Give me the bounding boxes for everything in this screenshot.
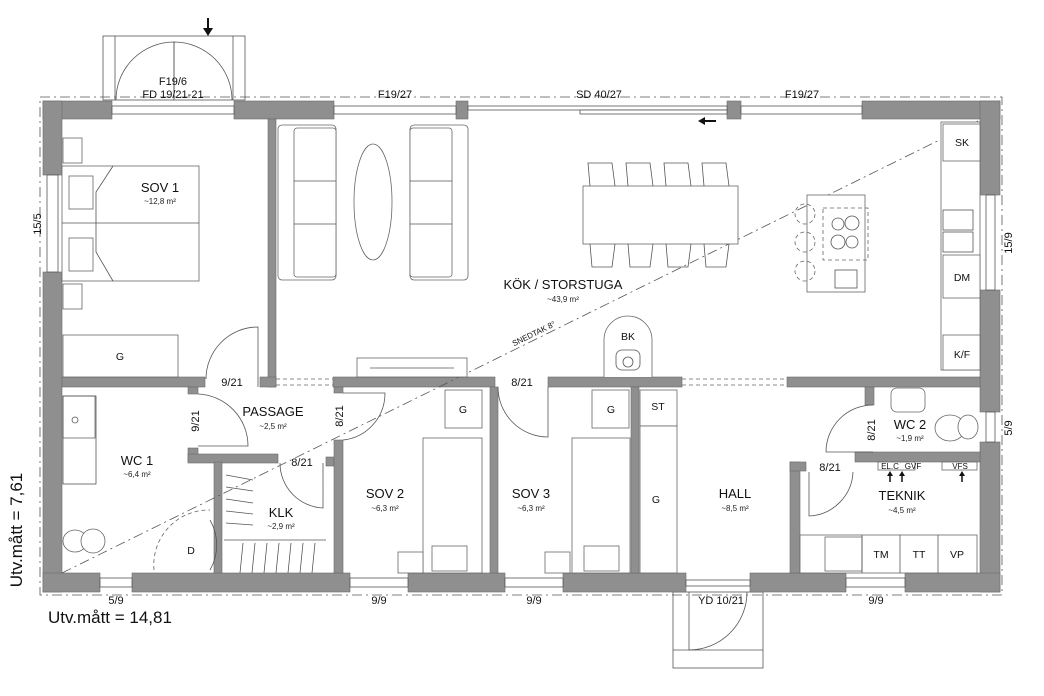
tv-bench <box>356 357 468 378</box>
label-g-sov1: G <box>116 351 124 363</box>
sliding-arrow-icon <box>698 117 716 125</box>
closet-rails <box>224 474 326 574</box>
nightstand <box>397 551 424 574</box>
wc2-toilet <box>934 414 979 442</box>
kitchen-island <box>794 194 869 293</box>
label-door-sov2: 8/21 <box>334 405 346 426</box>
label-vfs: VFS <box>952 462 968 471</box>
room-name-wc2: WC 2 <box>894 417 927 432</box>
label-tt: TT <box>913 549 926 561</box>
label-vp: VP <box>950 549 964 561</box>
label-gvf: GVF <box>905 462 922 471</box>
label-sk: SK <box>955 137 969 149</box>
label-st: ST <box>651 401 665 413</box>
room-name-passage: PASSAGE <box>242 404 304 419</box>
label-f19-27-b: F19/27 <box>785 89 819 101</box>
label-9-9-a: 9/9 <box>371 595 386 607</box>
label-5-9-right: 5/9 <box>1003 420 1015 435</box>
sofa-left <box>277 124 337 281</box>
label-f19-6: F19/6 <box>159 76 187 88</box>
room-area-hall: ~8,5 m² <box>721 504 749 513</box>
label-door-sov1: 9/21 <box>221 377 242 389</box>
wardrobe-sov3 <box>591 389 630 429</box>
label-elc: EL.C <box>881 462 899 471</box>
room-area-wc2: ~1,9 m² <box>896 434 924 443</box>
nightstand <box>62 137 83 164</box>
label-d: D <box>187 545 195 557</box>
label-door-sov3: 8/21 <box>511 377 532 389</box>
room-area-passage: ~2,5 m² <box>259 422 287 431</box>
label-5-9-bottom: 5/9 <box>108 595 123 607</box>
room-name-teknik: TEKNIK <box>879 488 926 503</box>
room-area-sov1: ~12,8 m² <box>144 197 176 206</box>
sofa-right <box>409 124 469 281</box>
room-name-hall: HALL <box>719 486 752 501</box>
wardrobe-hall <box>639 425 678 574</box>
coffee-table <box>353 143 393 261</box>
nightstand <box>544 551 571 574</box>
room-area-sov2: ~6,3 m² <box>371 504 399 513</box>
room-name-sov2: SOV 2 <box>366 486 404 501</box>
label-fd: FD 19/21-21 <box>142 89 203 101</box>
room-name-klk: KLK <box>269 505 294 520</box>
cabinet-st <box>639 389 678 427</box>
label-snedtak: SNEDTAK 8° <box>511 319 557 348</box>
label-door-teknik: 8/21 <box>819 462 840 474</box>
label-door-wc1: 9/21 <box>190 410 202 431</box>
wc1-sink <box>62 395 96 439</box>
label-door-wc2: 8/21 <box>866 419 878 440</box>
dimension-height: Utv.mått = 7,61 <box>7 473 26 587</box>
room-area-kok: ~43,9 m² <box>547 295 579 304</box>
back-porch-bottom <box>672 591 764 669</box>
room-name-wc1: WC 1 <box>121 453 154 468</box>
wc2-basin <box>890 387 926 413</box>
interior-walls <box>61 118 981 574</box>
room-area-sov3: ~6,3 m² <box>517 504 545 513</box>
windows <box>46 105 996 588</box>
label-sd: SD 40/27 <box>576 89 622 101</box>
room-area-klk: ~2,9 m² <box>267 522 295 531</box>
teknik-units <box>799 534 978 574</box>
dimension-width: Utv.mått = 14,81 <box>48 608 172 627</box>
arrow-up-icons <box>887 471 965 482</box>
double-bed <box>61 165 200 282</box>
room-name-sov3: SOV 3 <box>512 486 550 501</box>
wc1-toilet <box>62 528 106 554</box>
outer-walls <box>42 100 1001 593</box>
wardrobe-sov2 <box>444 389 483 429</box>
label-15-9: 15/9 <box>1003 232 1015 253</box>
label-yd: YD 10/21 <box>698 595 744 607</box>
label-door-klk: 8/21 <box>291 457 312 469</box>
label-dm: DM <box>954 272 970 284</box>
outer-dimension-outline <box>39 96 1003 596</box>
room-name-sov1: SOV 1 <box>141 180 179 195</box>
label-g-hall: G <box>652 494 660 506</box>
label-g-sov2: G <box>459 404 467 416</box>
dining-table <box>582 162 739 268</box>
wardrobe-sov1 <box>62 334 179 378</box>
kitchen-counter <box>940 121 981 371</box>
nightstand <box>62 283 83 310</box>
room-name-kok: KÖK / STORSTUGA <box>504 277 623 292</box>
room-area-wc1: ~6,4 m² <box>123 470 151 479</box>
door-swings <box>153 326 874 571</box>
label-tm: TM <box>873 549 888 561</box>
wood-stove <box>603 315 653 377</box>
label-9-9-b: 9/9 <box>526 595 541 607</box>
label-15-5: 15/5 <box>32 213 44 234</box>
label-bk: BK <box>621 331 635 343</box>
label-9-9-c: 9/9 <box>868 595 883 607</box>
entry-arrow-icon <box>203 18 213 36</box>
room-area-teknik: ~4,5 m² <box>888 506 916 515</box>
label-f19-27-a: F19/27 <box>378 89 412 101</box>
label-g-sov3: G <box>607 404 615 416</box>
front-porch-top <box>102 35 246 101</box>
label-kf: K/F <box>954 349 970 361</box>
